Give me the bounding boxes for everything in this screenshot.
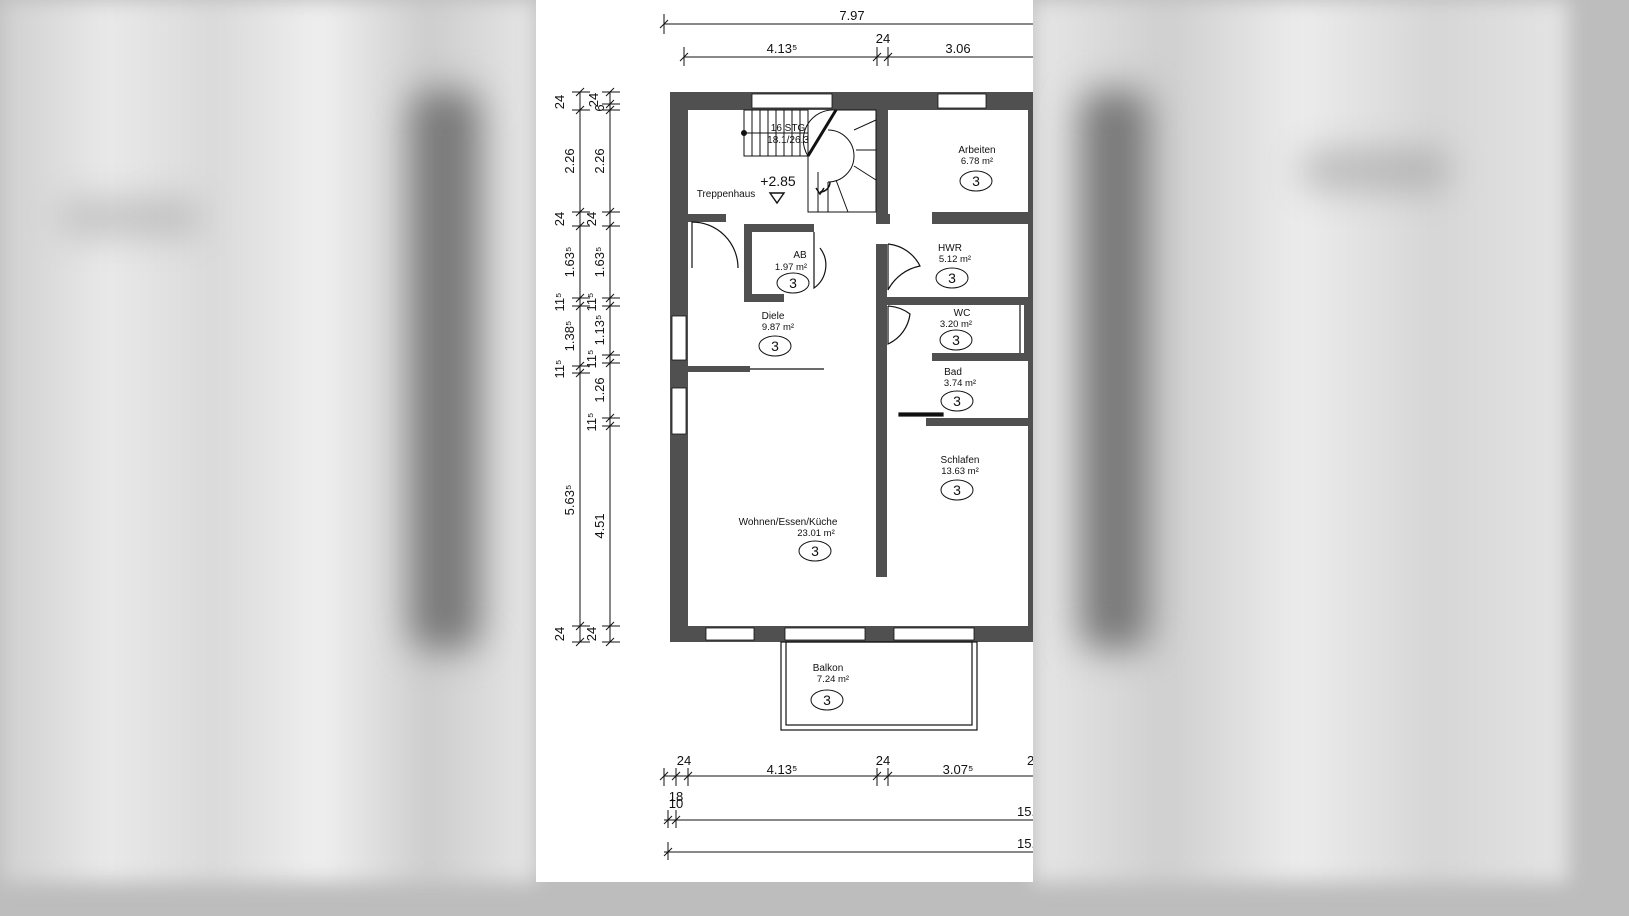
dim-left-outer: 11⁵ (552, 360, 567, 379)
dim-left-inner: 1.13⁵ (592, 315, 607, 346)
floor-plan-drawing: 7.97 4.13⁵ 24 3.06 24 4.13⁵ 24 3.07⁵ 2 1… (552, 8, 1035, 860)
room-name-wohnen-essen-kueche: Wohnen/Essen/Küche (739, 517, 838, 528)
room-tag-wc: 3 (952, 332, 960, 348)
room-tag-oval (940, 390, 974, 412)
dim-left-inner: 24 (584, 212, 599, 226)
doors (691, 221, 921, 345)
room-tag-oval (776, 272, 810, 294)
room-name-wc: WC (954, 308, 971, 319)
blurred-wall-shape (410, 90, 480, 650)
left-outer-dim-labels: 24 2.26 24 1.63⁵ 11⁵ 1.38⁵ 11⁵ 5.63⁵ 24 (552, 95, 577, 641)
dim-top-segment: 3.06 (945, 41, 970, 56)
room-tag-balkon: 3 (823, 692, 831, 708)
dim-bottom-overall: 15. (1017, 804, 1033, 819)
dim-left-outer: 5.63⁵ (562, 485, 577, 516)
blurred-wall-shape (1300, 150, 1450, 190)
room-tag-schlafen: 3 (953, 482, 961, 498)
room-labels: Treppenhaus Arbeiten 6.78 m² 3 AB 1.97 m… (697, 145, 996, 711)
dim-bottom-small: 10 (669, 796, 683, 811)
room-name-bad: Bad (944, 367, 962, 378)
level-label: +2.85 (760, 173, 796, 189)
stair (741, 109, 877, 213)
room-tag-oval (758, 335, 792, 357)
stair-ratio-label: 18.1/26.3 (767, 135, 809, 146)
dim-left-outer: 11⁵ (552, 293, 567, 312)
room-area-ab: 1.97 m² (775, 262, 807, 273)
dim-bottom-segment: 4.13⁵ (767, 762, 798, 777)
blurred-wall-shape (1080, 90, 1150, 650)
inner-lines (750, 305, 1021, 417)
room-area-bad: 3.74 m² (944, 378, 976, 389)
dim-left-inner: 2.26 (592, 148, 607, 173)
room-area-diele: 9.87 m² (762, 322, 794, 333)
room-tag-hwr: 3 (948, 270, 956, 286)
room-area-wohnen-essen-kueche: 23.01 m² (797, 528, 835, 539)
dim-top-segment: 24 (876, 31, 890, 46)
dim-left-outer: 1.38⁵ (562, 321, 577, 352)
room-tag-bad: 3 (953, 393, 961, 409)
room-tag-oval (935, 267, 969, 289)
balcony (780, 641, 978, 731)
room-tag-oval (798, 540, 832, 562)
dim-left-inner: 11⁵ (584, 413, 599, 432)
room-name-hwr: HWR (938, 243, 962, 254)
room-tag-oval (810, 689, 844, 711)
stair-steps-label: 16 STG (771, 123, 806, 134)
dim-left-inner: 1.63⁵ (592, 247, 607, 278)
dim-top-segment: 4.13⁵ (767, 41, 798, 56)
dim-left-inner: 11⁵ (584, 293, 599, 312)
floor-plan: 7.97 4.13⁵ 24 3.06 24 4.13⁵ 24 3.07⁵ 2 1… (536, 0, 1035, 882)
dim-bottom-segment: 3.07⁵ (943, 762, 974, 777)
room-tag-ab: 3 (789, 275, 797, 291)
room-name-diele: Diele (762, 311, 785, 322)
room-area-hwr: 5.12 m² (939, 254, 971, 265)
windows (671, 93, 987, 641)
room-area-arbeiten: 6.78 m² (961, 156, 993, 167)
dim-left-inner: 24 (586, 93, 601, 107)
dim-top-overall: 7.97 (839, 8, 864, 23)
dim-left-inner: 11⁵ (584, 350, 599, 369)
dim-bottom-segment: 24 (677, 753, 691, 768)
dim-left-outer: 24 (552, 95, 567, 109)
dim-bottom-segment: 2 (1027, 753, 1033, 768)
room-name-balkon: Balkon (813, 663, 844, 674)
room-area-wc: 3.20 m² (940, 319, 972, 330)
dim-left-inner: 6 (592, 104, 607, 111)
dim-left-inner: 4.51 (592, 513, 607, 538)
dim-left-inner: 1.26 (592, 377, 607, 402)
dim-left-outer: 1.63⁵ (562, 247, 577, 278)
dim-left-inner: 24 (584, 627, 599, 641)
blurred-wall-shape (60, 200, 200, 235)
room-tag-diele: 3 (771, 338, 779, 354)
dim-bottom-small: 18 (669, 789, 683, 804)
dim-bottom-overall: 15. (1017, 836, 1033, 851)
room-tag-wohnen-essen-kueche: 3 (811, 543, 819, 559)
room-area-schlafen: 13.63 m² (941, 466, 979, 477)
room-name-ab: AB (793, 250, 807, 261)
room-name-treppenhaus: Treppenhaus (697, 189, 756, 200)
dim-left-outer: 24 (552, 212, 567, 226)
level-marker-icon (768, 192, 786, 205)
dim-left-outer: 2.26 (562, 148, 577, 173)
room-tag-oval (939, 329, 973, 351)
dimension-lines (572, 14, 1033, 860)
dim-left-outer: 24 (552, 627, 567, 641)
left-inner-dim-labels: 24 6 2.26 24 1.63⁵ 11⁵ 1.13⁵ 11⁵ 1.26 11… (584, 93, 607, 641)
dim-bottom-segment: 24 (876, 753, 890, 768)
room-name-arbeiten: Arbeiten (958, 145, 995, 156)
room-tag-arbeiten: 3 (972, 173, 980, 189)
room-tag-oval (940, 479, 974, 501)
room-tag-oval (959, 170, 993, 192)
room-area-balkon: 7.24 m² (817, 674, 849, 685)
room-name-schlafen: Schlafen (941, 455, 980, 466)
